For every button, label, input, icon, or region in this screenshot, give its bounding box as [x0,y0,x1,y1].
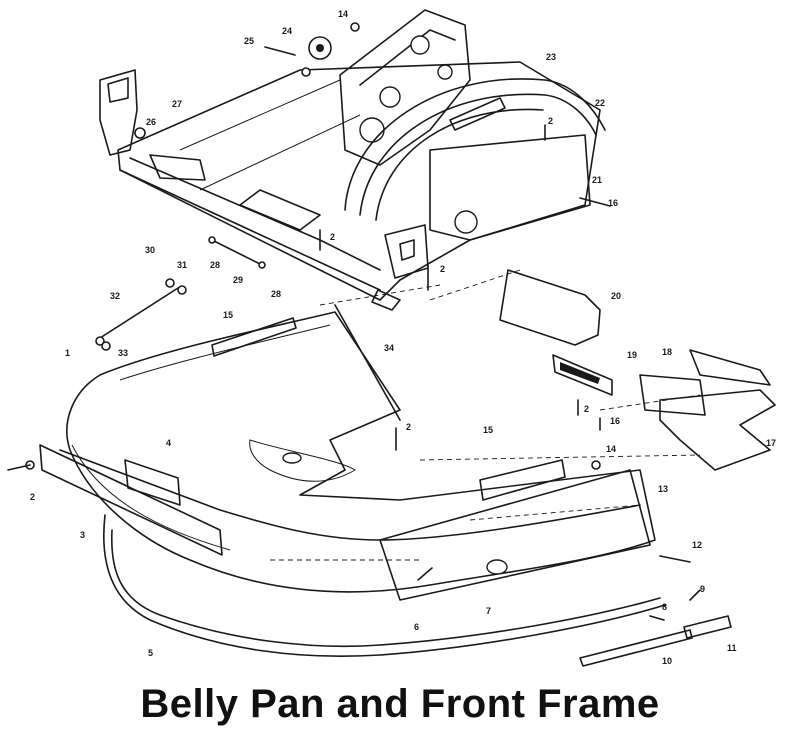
callout-15b: 15 [483,425,493,435]
callout-21: 21 [592,175,602,185]
callout-28a: 28 [210,260,220,270]
callout-7: 7 [486,606,491,616]
trim-15-left [211,317,297,357]
callout-19: 19 [627,350,637,360]
exploded-parts-diagram: 1 2 2 2 2 2 2 3 4 5 6 7 8 9 10 11 12 13 … [7,9,776,667]
callout-23: 23 [546,52,556,62]
callout-15a: 15 [223,310,233,320]
front-frame-assembly [99,9,606,311]
callout-2b: 2 [548,116,553,126]
callout-30: 30 [145,245,155,255]
callout-2e: 2 [406,422,411,432]
callout-13: 13 [658,484,668,494]
callout-2a: 2 [30,492,35,502]
callout-34: 34 [384,343,394,353]
callout-2f: 2 [584,404,589,414]
callout-32: 32 [110,291,120,301]
trim-4 [124,459,181,506]
callout-14a: 14 [338,9,348,19]
callout-14b: 14 [606,444,616,454]
callout-18: 18 [662,347,672,357]
callout-10: 10 [662,656,672,666]
alignment-lines [270,269,701,561]
callout-20: 20 [611,291,621,301]
callout-4: 4 [166,438,171,448]
callout-28b: 28 [271,289,281,299]
belly-pan [59,311,656,593]
callout-1: 1 [65,348,70,358]
rod-32 [99,287,179,339]
fasteners [7,22,701,621]
callout-3: 3 [80,530,85,540]
callout-17: 17 [766,438,776,448]
callout-2c: 2 [330,232,335,242]
cable-34 [334,304,401,421]
callout-6: 6 [414,622,419,632]
callout-26: 26 [146,117,156,127]
callout-12: 12 [692,540,702,550]
bracket-17 [659,389,776,471]
front-bumper [39,444,666,657]
callout-27: 27 [172,99,182,109]
callout-31: 31 [177,260,187,270]
bracket-18 [639,374,706,416]
callout-22: 22 [595,98,605,108]
callout-2d: 2 [440,264,445,274]
bracket-20 [499,269,601,346]
diagram-title: Belly Pan and Front Frame [140,682,660,726]
callout-16b: 16 [610,416,620,426]
callout-labels: 1 2 2 2 2 2 2 3 4 5 6 7 8 9 10 11 12 13 … [30,9,776,666]
callout-11: 11 [727,643,737,653]
front-panel [379,469,651,601]
callout-9: 9 [700,584,705,594]
rail-10 [579,629,693,667]
trim-15-right [479,459,566,501]
callout-16a: 16 [608,198,618,208]
callout-33: 33 [118,348,128,358]
callout-8: 8 [662,602,667,612]
callout-24: 24 [282,26,292,36]
callout-5: 5 [148,648,153,658]
callout-25: 25 [244,36,254,46]
rail-11 [683,615,732,639]
callout-29: 29 [233,275,243,285]
